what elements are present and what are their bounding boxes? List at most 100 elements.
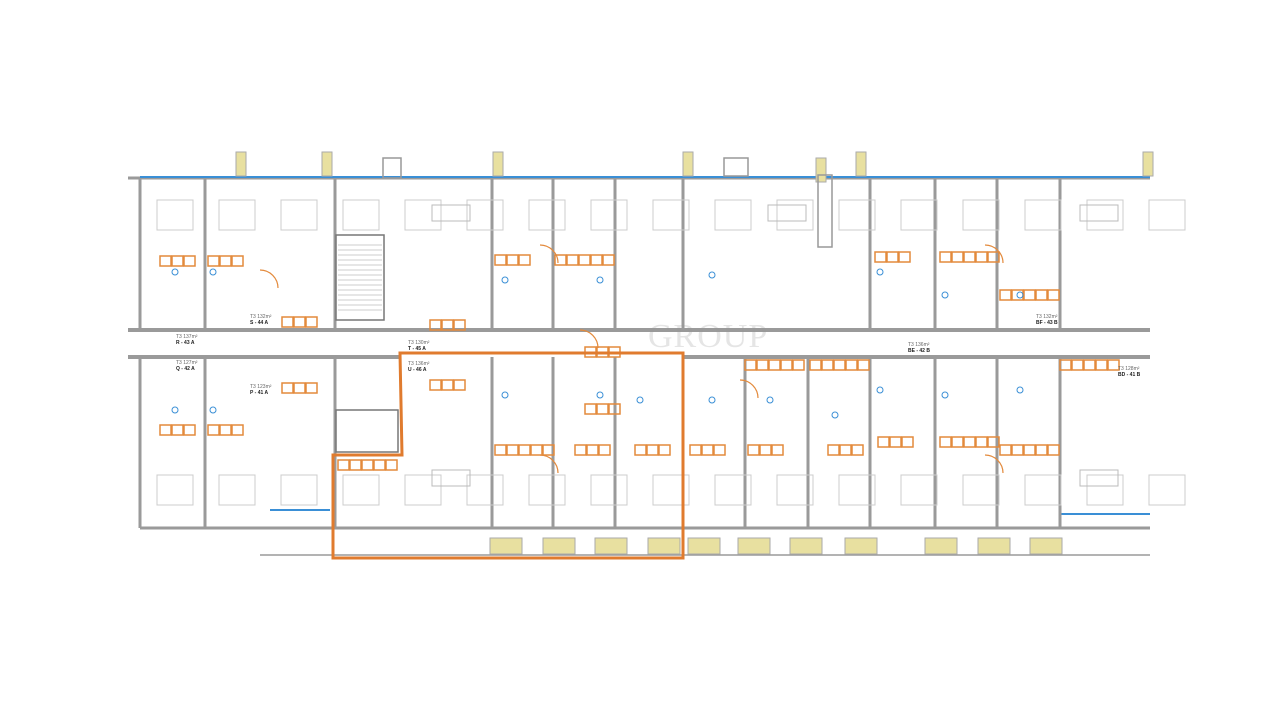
toilet — [941, 291, 949, 299]
cabinet — [771, 444, 784, 456]
cabinet — [999, 289, 1012, 301]
cabinet — [584, 403, 597, 415]
cabinet — [281, 382, 294, 394]
cabinet — [429, 379, 442, 391]
bed — [1148, 474, 1186, 506]
bed — [1086, 199, 1124, 231]
cabinet — [1107, 359, 1120, 371]
cabinet — [1035, 289, 1048, 301]
cabinet — [874, 251, 887, 263]
door-swing — [579, 329, 599, 349]
stair — [335, 234, 385, 321]
bed — [218, 199, 256, 231]
cabinet — [756, 359, 769, 371]
planter — [844, 537, 878, 555]
cabinet — [453, 379, 466, 391]
skylight — [382, 157, 402, 179]
chimney — [855, 151, 867, 177]
bed — [900, 474, 938, 506]
cabinet — [747, 444, 760, 456]
bed — [776, 199, 814, 231]
bed — [1148, 199, 1186, 231]
cabinet — [281, 316, 294, 328]
cabinet — [586, 444, 599, 456]
bed — [714, 199, 752, 231]
cabinet — [999, 444, 1012, 456]
planter — [687, 537, 721, 555]
kitchen-island — [817, 174, 833, 248]
door-swing — [539, 244, 559, 264]
planter — [977, 537, 1011, 555]
cabinet — [542, 444, 555, 456]
cabinet — [183, 255, 196, 267]
toilet — [1016, 291, 1024, 299]
cabinet — [1059, 359, 1072, 371]
cabinet — [833, 359, 846, 371]
highlighted-unit-outline — [331, 351, 685, 560]
cabinet — [1035, 444, 1048, 456]
dining-table — [431, 204, 471, 222]
cabinet — [951, 251, 964, 263]
cabinet — [219, 424, 232, 436]
cabinet — [780, 359, 793, 371]
bed — [466, 199, 504, 231]
dining-table — [1079, 204, 1119, 222]
cabinet — [1023, 289, 1036, 301]
chimney — [682, 151, 694, 177]
toilet — [831, 411, 839, 419]
cabinet — [1011, 444, 1024, 456]
bed — [342, 199, 380, 231]
cabinet — [1047, 289, 1060, 301]
toilet — [171, 406, 179, 414]
cabinet — [518, 254, 531, 266]
bed — [900, 199, 938, 231]
toilet — [876, 386, 884, 394]
toilet — [596, 391, 604, 399]
cabinet — [987, 251, 1000, 263]
planter — [737, 537, 771, 555]
cabinet — [305, 382, 318, 394]
cabinet — [337, 459, 350, 471]
toilet — [501, 391, 509, 399]
cabinet — [231, 424, 244, 436]
bed — [156, 474, 194, 506]
toilet — [171, 268, 179, 276]
bed — [838, 199, 876, 231]
cabinet — [768, 359, 781, 371]
cabinet — [530, 444, 543, 456]
cabinet — [809, 359, 822, 371]
cabinet — [293, 382, 306, 394]
cabinet — [171, 255, 184, 267]
bed — [528, 199, 566, 231]
cabinet — [441, 319, 454, 331]
bed — [776, 474, 814, 506]
cabinet — [159, 255, 172, 267]
bed — [1024, 474, 1062, 506]
cabinet — [1083, 359, 1096, 371]
cabinet — [602, 254, 615, 266]
bed — [1024, 199, 1062, 231]
cabinet — [441, 379, 454, 391]
toilet — [596, 276, 604, 284]
cabinet — [385, 459, 398, 471]
bed — [404, 474, 442, 506]
cabinet — [159, 424, 172, 436]
cabinet — [506, 444, 519, 456]
bed — [652, 199, 690, 231]
toilet — [708, 396, 716, 404]
cabinet — [646, 444, 659, 456]
chimney — [492, 151, 504, 177]
bed — [652, 474, 690, 506]
cabinet — [183, 424, 196, 436]
cabinet — [518, 444, 531, 456]
bed — [280, 199, 318, 231]
bed — [404, 199, 442, 231]
cabinet — [608, 403, 621, 415]
cabinet — [429, 319, 442, 331]
bed — [838, 474, 876, 506]
cabinet — [305, 316, 318, 328]
cabinet — [898, 251, 911, 263]
planter — [1029, 537, 1063, 555]
